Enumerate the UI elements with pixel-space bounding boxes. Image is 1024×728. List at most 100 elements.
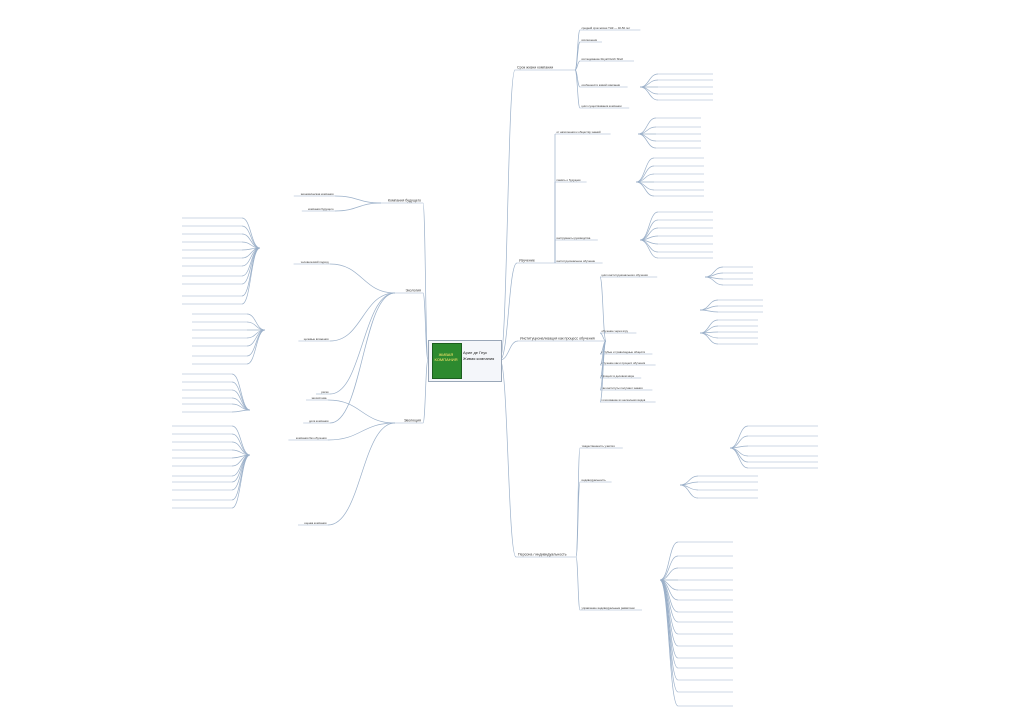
leaf-label: риски bbox=[321, 390, 329, 394]
leaf-connector bbox=[327, 422, 396, 526]
leaf-label: управление индивидуальным развитием bbox=[582, 606, 635, 610]
detail-branch bbox=[241, 217, 261, 249]
detail-branch bbox=[659, 579, 679, 623]
detail-branch bbox=[637, 133, 657, 149]
leaf-label: от наполнения к обществу знаний bbox=[557, 130, 602, 134]
detail-branch bbox=[729, 447, 749, 469]
leaf-connector bbox=[574, 29, 581, 71]
leaf-label: цикл существования компании bbox=[582, 104, 622, 108]
detail-branch bbox=[231, 381, 251, 411]
branch-connector bbox=[422, 292, 429, 361]
branch-label: Экология bbox=[405, 289, 421, 293]
leaf-connector bbox=[574, 60, 581, 71]
leaf-label: тождественность участия bbox=[582, 444, 616, 448]
detail-branch bbox=[639, 86, 659, 101]
central-topic-line2: Живая компания bbox=[463, 356, 495, 361]
detail-branch bbox=[704, 266, 724, 278]
leaf-connector bbox=[574, 69, 581, 109]
branch-connector bbox=[422, 202, 429, 361]
detail-branch bbox=[637, 126, 657, 135]
leaf-label: обучение через игру bbox=[602, 329, 629, 333]
detail-branch bbox=[659, 541, 679, 581]
leaf-connector bbox=[329, 292, 396, 342]
book-cover-logo bbox=[432, 343, 462, 379]
leaf-connector bbox=[334, 195, 382, 204]
detail-branch bbox=[637, 117, 657, 135]
detail-branch bbox=[635, 181, 655, 197]
logo-text: ЖИВАЯ КОМПАНИЯ bbox=[434, 352, 458, 362]
leaf-label: исследование Royal Dutch Shell bbox=[582, 57, 624, 61]
leaf-label: обучение как и процесс обучения bbox=[602, 361, 646, 365]
detail-branch bbox=[639, 239, 659, 259]
leaf-label: оценка компании bbox=[304, 521, 327, 525]
leaf-label: доля компании bbox=[309, 419, 329, 423]
leaf-connector bbox=[327, 422, 396, 441]
leaf-label: как институты получают знания bbox=[602, 386, 644, 390]
detail-branch bbox=[659, 579, 679, 707]
detail-branch bbox=[246, 321, 266, 331]
leaf-label: цикл институционального обучения bbox=[602, 273, 649, 277]
detail-branch bbox=[679, 484, 699, 499]
branch-connector bbox=[422, 359, 429, 424]
leaf-label: голубые и траволюдные обществ bbox=[602, 350, 646, 354]
central-topic-line1: Арие де Геус bbox=[463, 350, 488, 355]
detail-branch bbox=[679, 481, 699, 486]
detail-branch bbox=[639, 219, 659, 241]
detail-branch bbox=[729, 425, 749, 449]
detail-branch bbox=[699, 332, 719, 345]
leaf-connector bbox=[329, 263, 396, 294]
detail-branch bbox=[231, 433, 251, 456]
detail-branch bbox=[639, 211, 659, 241]
detail-branch bbox=[231, 454, 251, 509]
leaf-connector bbox=[327, 399, 396, 424]
leaf-connector bbox=[329, 292, 396, 395]
detail-branch bbox=[729, 447, 749, 463]
branch-label: Компания будущего bbox=[388, 199, 421, 203]
leaf-connector bbox=[329, 292, 396, 424]
leaf-connector bbox=[334, 202, 382, 212]
detail-branch bbox=[231, 409, 251, 413]
detail-branch bbox=[241, 247, 261, 305]
detail-branch bbox=[659, 555, 679, 581]
leaf-label: Процесс в деловом мире bbox=[602, 374, 635, 378]
leaf-label: индивидуальность bbox=[582, 478, 607, 482]
leaf-connector bbox=[575, 481, 581, 558]
detail-branch bbox=[231, 373, 251, 411]
central-topic-title: Арие де Геус Живая компания bbox=[463, 350, 494, 362]
detail-branch bbox=[231, 425, 251, 456]
branch-connector bbox=[499, 69, 516, 361]
leaf-label: компания без обучения bbox=[296, 436, 327, 440]
leaf-label: компания будущего bbox=[308, 207, 334, 211]
leaf-label: исключения bbox=[582, 38, 598, 42]
leaf-label: институциональное обучение bbox=[557, 259, 596, 263]
detail-branch bbox=[241, 247, 261, 297]
leaf-connector bbox=[599, 276, 607, 342]
branch-connector bbox=[499, 359, 517, 558]
branch-label: Институционализация как процесс обучения bbox=[520, 337, 595, 341]
branch-connector bbox=[499, 262, 518, 361]
leaf-label: средний срок жизни ТНК — 40-50 лет bbox=[582, 26, 631, 30]
leaf-label: целевые вложения bbox=[304, 337, 329, 341]
detail-branch bbox=[246, 329, 266, 365]
detail-branch bbox=[699, 299, 719, 311]
detail-branch bbox=[635, 157, 655, 183]
leaf-label: экономическая компания bbox=[301, 192, 334, 196]
leaf-connector bbox=[575, 447, 581, 558]
detail-branch bbox=[241, 247, 261, 267]
leaf-label: человеческий подход bbox=[301, 260, 329, 264]
leaf-connector bbox=[575, 556, 581, 611]
leaf-label: особенности живой компании bbox=[582, 83, 621, 87]
branch-connector bbox=[499, 340, 519, 361]
leaf-connector bbox=[599, 340, 607, 403]
branch-label: Персона / индивидуальность bbox=[518, 553, 567, 557]
detail-branch bbox=[231, 454, 251, 501]
leaf-label: экосистема bbox=[312, 396, 327, 400]
detail-branch bbox=[704, 276, 724, 286]
leaf-label: голосование из нескольких видов bbox=[602, 398, 646, 402]
leaf-label: память о будущем bbox=[557, 178, 581, 182]
branch-label: Срок жизни компании bbox=[517, 66, 553, 70]
leaf-connector bbox=[574, 41, 581, 71]
detail-branch bbox=[637, 133, 657, 142]
detail-branch bbox=[699, 309, 719, 313]
